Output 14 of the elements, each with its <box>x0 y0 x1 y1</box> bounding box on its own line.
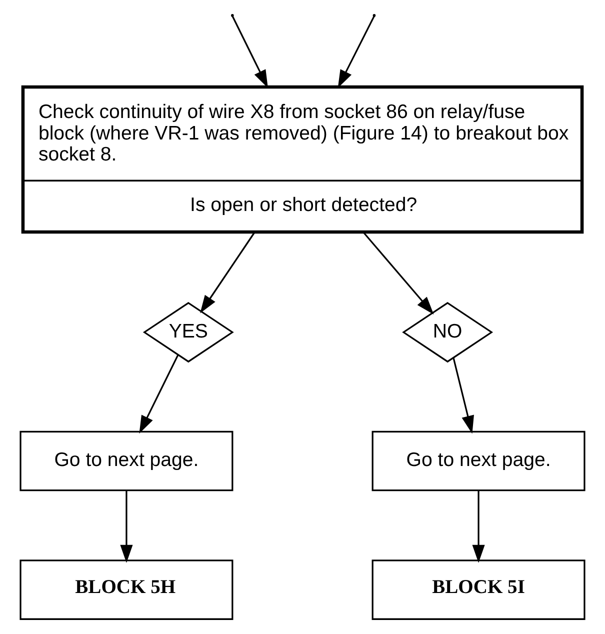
arrow <box>472 490 485 563</box>
node-diamond: YES <box>142 302 234 363</box>
arrow <box>338 16 375 88</box>
node-box: Go to next page. <box>20 430 234 492</box>
arrow <box>363 232 434 314</box>
node-box: BLOCK 5H <box>20 560 234 620</box>
arrow <box>232 16 268 88</box>
node-box: BLOCK 5I <box>372 560 586 620</box>
arrow <box>452 358 474 434</box>
arrow <box>200 232 255 314</box>
node-box: Go to next page. <box>372 430 586 492</box>
arrow <box>139 354 179 434</box>
arrow <box>120 490 133 563</box>
node-diamond: NO <box>402 302 494 363</box>
